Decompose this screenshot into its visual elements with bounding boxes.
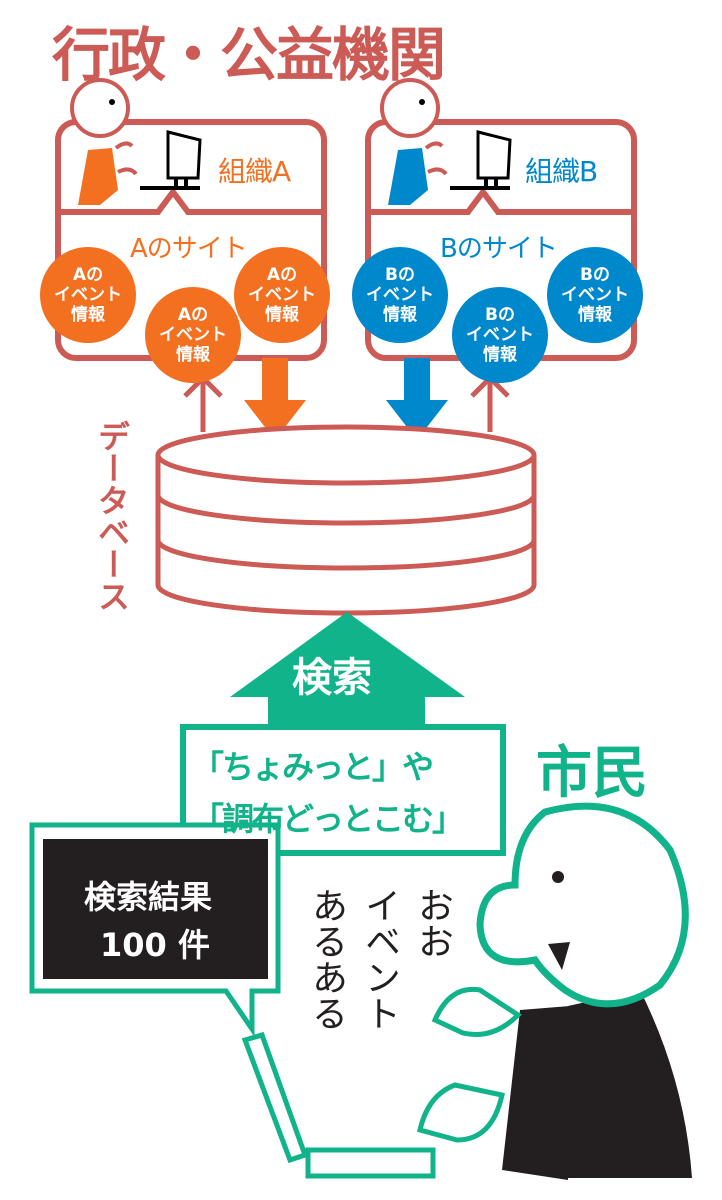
- org-b-name: 組織B: [525, 155, 598, 188]
- event-line: 情報: [176, 345, 210, 365]
- blue-down-arrow: [386, 358, 448, 440]
- event-line: Bの: [485, 305, 515, 325]
- result-count: 100 件: [100, 926, 210, 964]
- staff-b-icon: [380, 78, 512, 205]
- event-line: Aの: [266, 265, 298, 285]
- event-line: 情報: [483, 345, 517, 365]
- event-line: イベント: [159, 325, 227, 345]
- database-label: データベース: [93, 420, 131, 612]
- staff-a-icon: [70, 78, 202, 205]
- laptop-icon: [241, 1031, 436, 1179]
- event-line: イベント: [248, 285, 316, 305]
- citizen-icon: [417, 802, 692, 1180]
- orange-down-arrow: [244, 358, 306, 440]
- query-box: [180, 724, 506, 856]
- event-bubble-a: Aのイベント情報: [40, 247, 136, 343]
- search-label: 検索: [292, 655, 372, 701]
- event-line: 情報: [265, 305, 299, 325]
- citizen-label: 市民: [536, 741, 648, 806]
- event-bubble-a: Aのイベント情報: [234, 247, 330, 343]
- event-bubble-b: Bのイベント情報: [352, 247, 448, 343]
- event-line: Aの: [177, 305, 209, 325]
- speech-line-2: イベント: [359, 887, 400, 1031]
- query-line-1: 「ちょみっと」や: [192, 748, 434, 786]
- event-line: イベント: [466, 325, 534, 345]
- red-up-arrow-b: [470, 374, 510, 432]
- org-b-site: Bのサイト: [440, 234, 558, 264]
- org-a-name: 組織A: [218, 155, 291, 188]
- page-title: 行政・公益機関: [52, 21, 446, 89]
- event-line: 情報: [71, 305, 105, 325]
- speech-line-3: あるある: [306, 887, 347, 1031]
- red-up-arrow-a: [183, 374, 223, 432]
- event-line: Bの: [385, 265, 415, 285]
- event-line: Aの: [72, 265, 104, 285]
- event-line: 情報: [578, 305, 612, 325]
- speech-line-1: おお: [412, 887, 453, 959]
- event-bubble-a: Aのイベント情報: [145, 287, 241, 383]
- event-line: イベント: [54, 285, 122, 305]
- result-title: 検索結果: [84, 878, 213, 916]
- search-arrow: [230, 612, 465, 728]
- event-line: Bの: [580, 265, 610, 285]
- event-bubble-b: Bのイベント情報: [547, 247, 643, 343]
- query-line-2: 「調布どっとこむ」: [192, 800, 464, 838]
- org-a-site: Aのサイト: [130, 234, 248, 264]
- database-cylinder: [155, 424, 537, 616]
- event-line: イベント: [366, 285, 434, 305]
- event-bubble-b: Bのイベント情報: [452, 287, 548, 383]
- event-line: 情報: [383, 305, 417, 325]
- event-line: イベント: [561, 285, 629, 305]
